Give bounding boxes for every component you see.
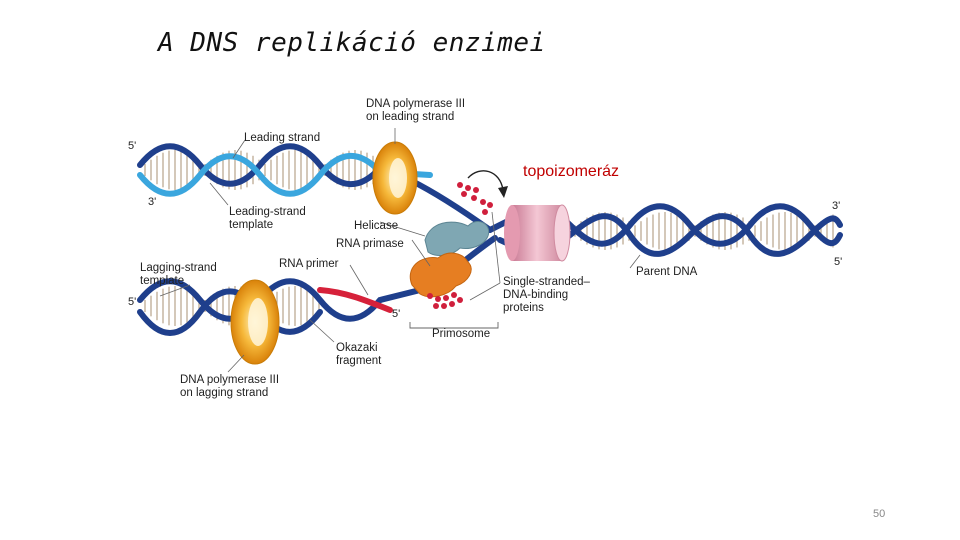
okazaki-fragment xyxy=(137,288,323,336)
polymerase-lagging xyxy=(230,279,280,365)
label-leading-strand: Leading strand xyxy=(244,132,321,144)
end-marker-5-top-left: 5' xyxy=(128,140,137,152)
rotation-arrow xyxy=(467,170,504,191)
end-marker-3-right: 3' xyxy=(832,200,841,212)
label-primosome: Primosome xyxy=(432,328,491,340)
label-rna-primer: RNA primer xyxy=(279,258,339,270)
label-pointers xyxy=(159,128,641,373)
label-topoisomerase: topoizomeráz xyxy=(523,163,620,180)
primosome-bracket xyxy=(409,322,499,329)
rna-primer-segment xyxy=(317,287,393,313)
slide-title: A DNS replikáció enzimei xyxy=(158,28,546,58)
polymerase-leading xyxy=(372,141,418,215)
label-rna-primase: RNA primase xyxy=(336,238,404,250)
leading-template-strand xyxy=(137,143,493,233)
end-marker-5-primer: 5' xyxy=(392,308,401,320)
end-marker-5-bottom-left: 5' xyxy=(128,296,137,308)
topoisomerase xyxy=(504,204,571,262)
leading-strand xyxy=(137,152,433,197)
ssb-proteins xyxy=(427,182,493,309)
label-helicase: Helicase xyxy=(354,220,399,232)
end-marker-5-right: 5' xyxy=(834,256,843,268)
rna-primase xyxy=(409,252,472,298)
end-marker-3-top-left: 3' xyxy=(148,196,157,208)
page-number: 50 xyxy=(873,508,886,520)
label-parent-dna: Parent DNA xyxy=(636,266,698,278)
